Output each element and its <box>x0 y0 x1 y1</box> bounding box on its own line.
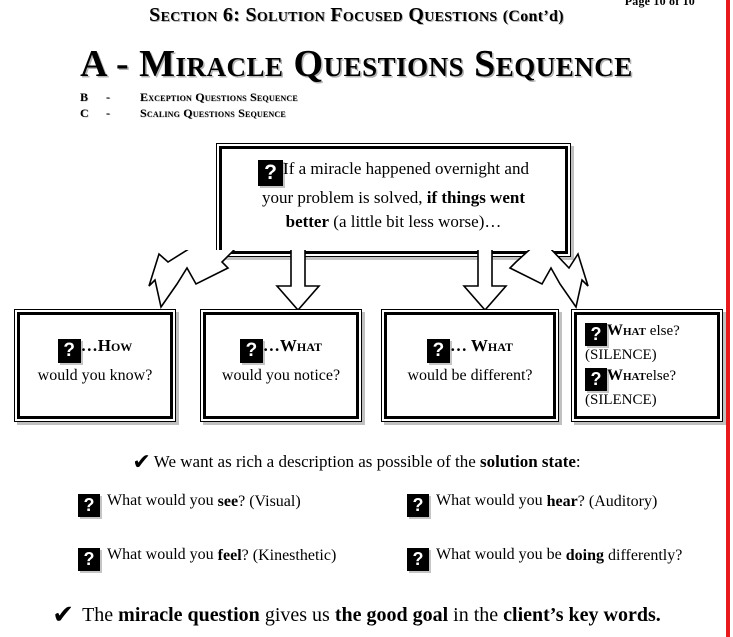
question-mark-icon: ? <box>78 548 100 571</box>
modality-feel: ? What would you feel? (Kinesthetic) <box>78 546 336 571</box>
question-mark-icon: ? <box>78 494 100 517</box>
page-number: Page 10 of 10 <box>624 0 695 8</box>
modality-hear-prefix: What would you <box>436 492 543 509</box>
arrow-down-right-outer <box>508 241 589 309</box>
miracle-line-2-plain: your problem is solved, <box>261 188 423 207</box>
question-mark-icon: ? <box>407 548 429 571</box>
modality-doing-suffix: differently? <box>608 547 683 564</box>
what-else-plain-1: else? <box>649 323 680 339</box>
arrow-down-middle-right <box>462 243 508 312</box>
modality-hear: ? What would you hear? (Auditory) <box>407 492 657 517</box>
branch-box-what-notice-inner: ?…What would you notice? <box>203 312 359 419</box>
solution-state-plain-after: : <box>575 452 581 471</box>
modality-doing-bold: doing <box>565 547 604 564</box>
modality-feel-suffix: ? (Kinesthetic) <box>241 547 337 564</box>
what-else-caps-2: What <box>607 367 647 384</box>
miracle-question-box: ?If a miracle happened overnight and you… <box>216 143 571 257</box>
section-heading: Section 6: Solution Focused Questions (C… <box>0 4 713 27</box>
subheading-c-label: Scaling Questions Sequence <box>140 106 286 120</box>
subheading-c-dash: - <box>106 106 111 120</box>
subheading-c-key: C <box>80 106 89 120</box>
modality-see-prefix: What would you <box>107 492 214 509</box>
checkmark-icon: ✔ <box>132 450 151 475</box>
branch-box-what-different-inner: ?… What would be different? <box>384 312 556 419</box>
branch-box-how-text: ?…How would you know? <box>32 315 159 388</box>
modality-feel-bold: feel <box>217 547 242 564</box>
branch-box-what-notice-text: ?…What would you notice? <box>216 315 346 388</box>
summary-p1: The <box>82 604 114 626</box>
miracle-question-summary: ✔ The miracle question gives us the good … <box>0 600 713 630</box>
subheading-b: B - Exception Questions Sequence <box>80 90 298 105</box>
section-contd-text: (Cont’d) <box>502 8 564 25</box>
margin-accent-bar <box>726 0 730 637</box>
what-else-row-2: ?Whatelse? (SILENCE) <box>585 366 680 410</box>
arrow-down-middle-left <box>275 243 321 312</box>
miracle-line-3-plain: (a little bit less worse)… <box>333 212 502 231</box>
arrows-svg <box>148 241 589 312</box>
modality-see: ? What would you see? (Visual) <box>78 492 301 517</box>
branch-box-what-else-silence-text: ?What else? (SILENCE) ?Whatelse? (SILENC… <box>577 315 680 411</box>
branch-what-different-caps: … What <box>449 336 514 355</box>
arrow-group <box>0 241 713 312</box>
summary-b3: client’s key words. <box>503 604 661 626</box>
question-mark-icon: ? <box>258 160 284 186</box>
what-else-plain-2: else? <box>646 368 677 384</box>
summary-p2: gives us <box>264 604 330 626</box>
modality-doing-prefix: What would you be <box>436 546 562 563</box>
modality-hear-suffix: ? (Auditory) <box>577 493 658 510</box>
what-else-caps-1: What <box>607 322 647 339</box>
branch-box-how: ?…How would you know? <box>14 309 176 422</box>
branch-box-what-different: ?… What would be different? <box>381 309 559 422</box>
miracle-line-3-bold: better <box>285 212 330 231</box>
question-mark-icon: ? <box>585 323 607 346</box>
modality-feel-prefix: What would you <box>107 546 214 563</box>
question-mark-icon: ? <box>585 368 607 391</box>
arrow-down-left-outer <box>148 241 240 309</box>
miracle-line-2-bold: if things went <box>426 188 525 207</box>
page-title: A - Miracle Questions Sequence <box>80 43 633 85</box>
what-else-row-1: ?What else? (SILENCE) <box>585 321 680 365</box>
branch-box-what-notice: ?…What would you notice? <box>200 309 362 422</box>
branch-box-what-different-text: ?… What would be different? <box>402 315 539 388</box>
branch-box-how-inner: ?…How would you know? <box>17 312 173 419</box>
modality-hear-bold: hear <box>546 493 578 510</box>
checkmark-icon: ✔ <box>52 600 75 630</box>
branch-what-different-plain: would be different? <box>407 367 533 384</box>
section-title-text: Section 6: Solution Focused Questions <box>149 4 498 26</box>
subheading-b-dash: - <box>106 90 111 104</box>
miracle-question-text: ?If a miracle happened overnight and you… <box>244 149 543 234</box>
solution-state-bold: solution state <box>480 452 576 471</box>
branch-how-plain: would you know? <box>37 367 153 384</box>
silence-label-2: (SILENCE) <box>585 392 657 408</box>
miracle-question-box-inner: ?If a miracle happened overnight and you… <box>219 146 568 254</box>
modality-see-bold: see <box>217 493 239 510</box>
subheading-b-key: B <box>80 90 89 104</box>
branch-how-caps: …How <box>80 336 133 355</box>
solution-state-statement: ✔We want as rich a description as possib… <box>0 450 713 475</box>
miracle-line-1: If a miracle happened overnight and <box>283 159 529 178</box>
question-mark-icon: ? <box>407 494 429 517</box>
branch-box-what-else-silence: ?What else? (SILENCE) ?Whatelse? (SILENC… <box>571 309 723 422</box>
branch-what-notice-plain: would you notice? <box>221 367 341 384</box>
modality-see-suffix: ? (Visual) <box>238 493 301 510</box>
question-mark-icon: ? <box>426 339 450 363</box>
branch-box-what-else-silence-inner: ?What else? (SILENCE) ?Whatelse? (SILENC… <box>574 312 720 419</box>
question-mark-icon: ? <box>57 339 81 363</box>
subheading-c: C - Scaling Questions Sequence <box>80 106 286 121</box>
branch-what-notice-caps: …What <box>262 336 323 355</box>
silence-label-1: (SILENCE) <box>585 347 657 363</box>
summary-p3: in the <box>453 604 499 626</box>
summary-b2: the good goal <box>334 604 449 626</box>
modality-doing: ? What would you be doing differently? <box>407 546 682 571</box>
subheading-b-label: Exception Questions Sequence <box>140 90 298 104</box>
summary-b1: miracle question <box>118 604 260 626</box>
question-mark-icon: ? <box>239 339 263 363</box>
solution-state-plain-before: We want as rich a description as possibl… <box>153 452 476 471</box>
